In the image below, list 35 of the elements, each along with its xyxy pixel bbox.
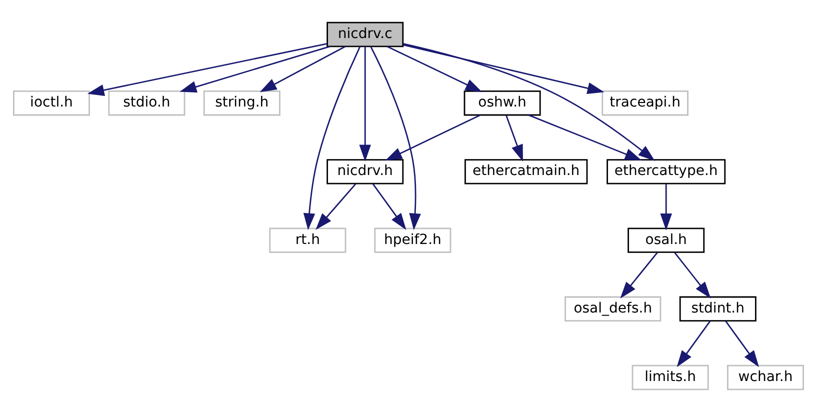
arrow [370, 46, 421, 230]
arrow [386, 45, 482, 92]
node-box: ethercattype.h [606, 158, 726, 184]
arrow [180, 45, 330, 92]
arrow [506, 114, 523, 162]
node-box: hpeif2.h [374, 227, 452, 252]
arrow [303, 46, 361, 230]
arrow [359, 46, 371, 162]
node-box: osal.h [628, 227, 705, 252]
arrow [620, 252, 658, 298]
arrow [260, 45, 346, 92]
arrow [403, 42, 655, 160]
node-box: stdio.h [108, 90, 186, 116]
node-box: limits.h [632, 364, 709, 390]
arrow [316, 183, 356, 230]
node-box: rt.h [269, 227, 346, 252]
arrow [372, 183, 406, 230]
node-box: string.h [203, 90, 280, 116]
node-box: traceapi.h [602, 90, 688, 116]
arrow [385, 114, 481, 160]
node-box: ioctl.h [13, 90, 90, 116]
node-box: stdint.h [679, 296, 756, 321]
node-box: osal_defs.h [564, 296, 662, 321]
arrow [674, 252, 711, 298]
node-box: nicdrv.h [326, 158, 404, 184]
arrow [725, 320, 760, 367]
node-box: ethercatmain.h [464, 158, 588, 184]
arrow [87, 42, 328, 96]
arrow [660, 183, 672, 230]
arrow [403, 44, 604, 94]
arrow [528, 114, 642, 160]
arrow [676, 320, 711, 367]
node-box: oshw.h [464, 90, 541, 116]
node-box: wchar.h [727, 364, 804, 390]
node-box: nicdrv.c [326, 21, 404, 47]
